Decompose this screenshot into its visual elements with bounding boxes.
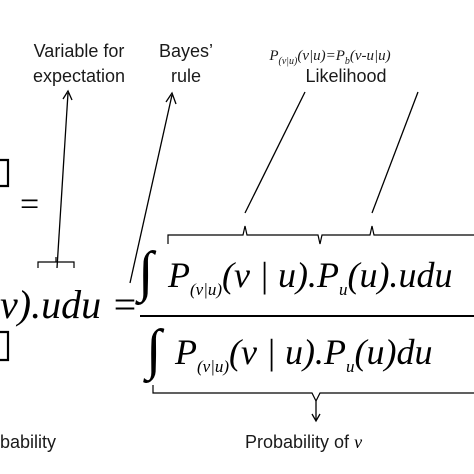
bayes-label-line2: rule [171,66,201,86]
likelihood-formula: P(v|u)(v|u)=Pb(v-u|u) [268,48,390,67]
denominator-integral: ∫ [143,319,165,384]
left-fragment: v).udu = [0,282,138,327]
numerator-top-brace [167,225,474,245]
likelihood-pointer-left [244,91,306,214]
denominator-expression: P(v|u)(v | u).Pu(u)du [174,332,432,376]
probability-left-label: bability [0,432,56,452]
top-equals: = [20,186,39,223]
variable-brace [37,257,75,268]
numerator-integral: ∫ [135,241,157,306]
numerator-expression: P(v|u)(v | u).Pu(u).udu [167,255,452,299]
likelihood-label: Likelihood [305,66,386,86]
variable-label-line2: expectation [33,66,125,86]
variable-pointer [56,89,73,269]
probability-pointer [311,401,321,423]
probability-of-v-label: Probability of v [245,432,362,452]
bayes-pointer [129,91,177,284]
left-bracket-top [0,158,10,188]
bayes-label-line1: Bayes’ [159,41,213,61]
left-bracket-bottom [0,330,10,362]
denominator-underbrace [152,385,474,403]
likelihood-pointer-right [371,91,419,214]
variable-label-line1: Variable for [34,41,125,61]
